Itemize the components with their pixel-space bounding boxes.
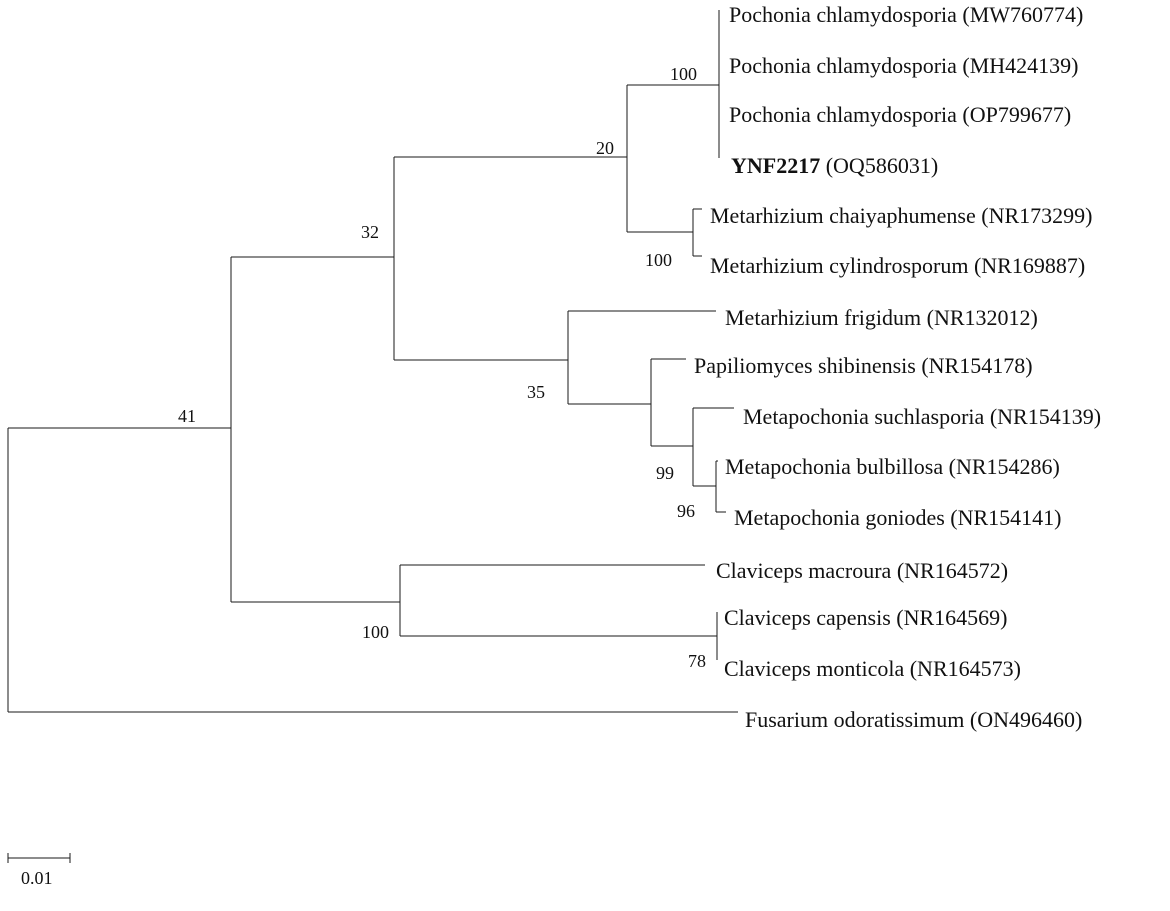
taxon-label: Fusarium odoratissimum (ON496460) xyxy=(745,707,1082,732)
bootstrap-value: 99 xyxy=(656,463,674,483)
taxon-label: Metapochonia suchlasporia (NR154139) xyxy=(743,404,1101,429)
taxon-label: Metapochonia bulbillosa (NR154286) xyxy=(725,454,1060,479)
bootstrap-value: 20 xyxy=(596,138,614,158)
taxon-label: Metarhizium chaiyaphumense (NR173299) xyxy=(710,203,1092,228)
taxon-label: Metarhizium cylindrosporum (NR169887) xyxy=(710,253,1085,278)
bootstrap-value: 41 xyxy=(178,406,196,426)
taxon-label: Claviceps monticola (NR164573) xyxy=(724,656,1021,681)
bootstrap-value: 78 xyxy=(688,651,706,671)
taxon-label: Pochonia chlamydosporia (OP799677) xyxy=(729,102,1071,127)
bootstrap-value: 100 xyxy=(670,64,697,84)
taxon-label: Claviceps capensis (NR164569) xyxy=(724,605,1008,630)
bootstrap-value: 100 xyxy=(645,250,672,270)
taxon-label: Metarhizium frigidum (NR132012) xyxy=(725,305,1038,330)
bootstrap-value: 100 xyxy=(362,622,389,642)
taxon-label: Pochonia chlamydosporia (MW760774) xyxy=(729,2,1083,27)
taxon-label: Metapochonia goniodes (NR154141) xyxy=(734,505,1062,530)
taxon-label: Papiliomyces shibinensis (NR154178) xyxy=(694,353,1033,378)
scale-bar-label: 0.01 xyxy=(21,868,53,888)
bootstrap-value: 32 xyxy=(361,222,379,242)
scale-bar: 0.01 xyxy=(7,853,71,888)
taxon-label: Pochonia chlamydosporia (MH424139) xyxy=(729,53,1079,78)
bootstrap-value: 35 xyxy=(527,382,545,402)
taxon-label: Claviceps macroura (NR164572) xyxy=(716,558,1008,583)
bootstrap-value: 96 xyxy=(677,501,695,521)
taxon-label-highlighted: YNF2217 (OQ586031) xyxy=(731,153,938,178)
